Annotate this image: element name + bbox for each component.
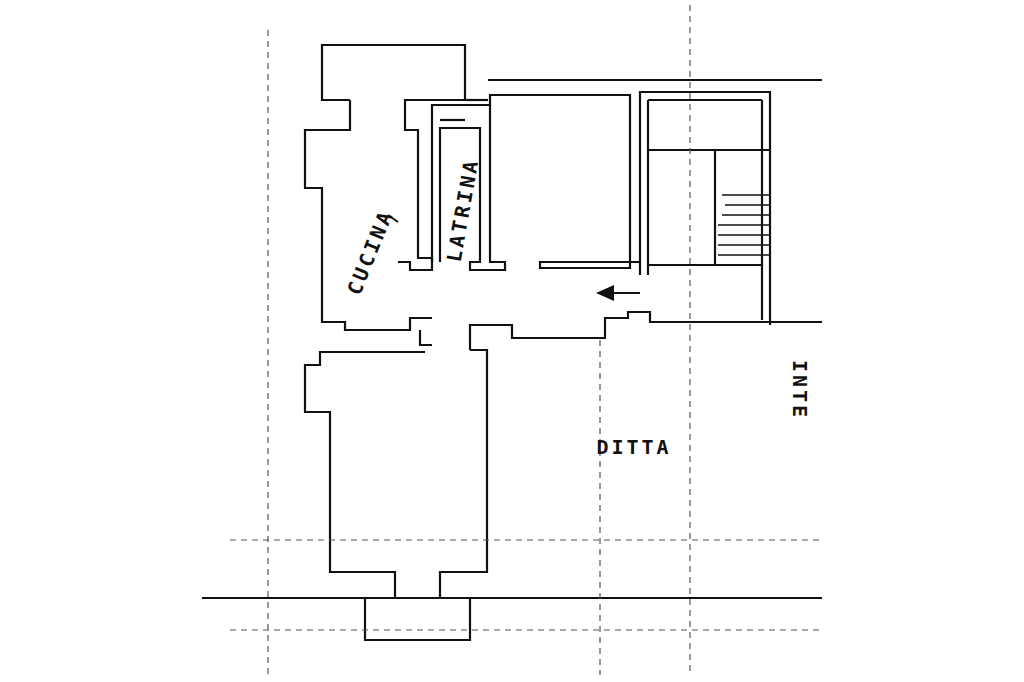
outer-wall	[465, 99, 488, 101]
room-label: LATRINA	[444, 156, 482, 263]
entrance-arrow	[596, 285, 640, 301]
stair-wall	[640, 92, 770, 325]
stair-wall	[648, 264, 762, 266]
stair-wall	[648, 99, 762, 101]
stair-wall	[647, 100, 649, 275]
bay-wall	[365, 598, 470, 640]
wc-wall	[432, 105, 505, 270]
wc-wall	[440, 119, 465, 121]
room-label: INTE	[790, 360, 810, 420]
kitchen-wall	[305, 100, 432, 330]
room-label: CUCINA	[344, 206, 396, 297]
room-label: DITTA	[596, 437, 671, 457]
outer-wall	[488, 79, 822, 81]
room-wall	[305, 352, 425, 598]
room-wall	[490, 95, 640, 268]
stair-steps	[718, 195, 770, 255]
corridor-wall	[470, 312, 822, 350]
stair-wall	[648, 149, 770, 151]
kitchen-wall	[322, 45, 465, 270]
room-wall	[440, 350, 487, 598]
outer-wall	[202, 597, 822, 599]
grid-line	[230, 5, 822, 675]
room-wall	[420, 330, 432, 345]
stair-wall	[714, 150, 716, 265]
stair-wall	[761, 100, 763, 320]
